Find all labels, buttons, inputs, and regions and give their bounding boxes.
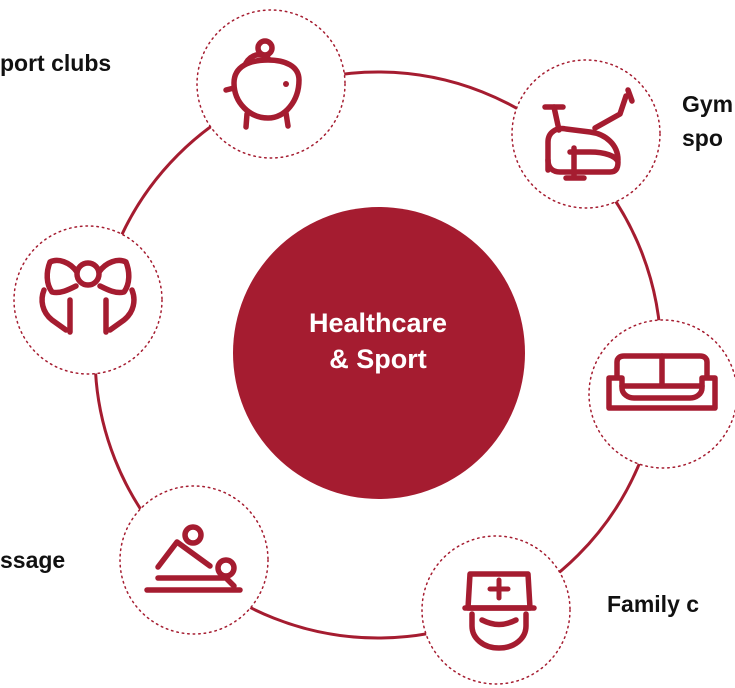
piggy-bank-icon (223, 38, 302, 130)
nurse-icon (462, 571, 537, 651)
label-family-care: Family c (607, 591, 700, 617)
center-circle (233, 207, 525, 499)
exercise-bike-icon (542, 87, 635, 181)
node-massage (119, 485, 269, 635)
label-gym-line-1: Gym (682, 91, 734, 117)
flexing-muscles-icon (39, 257, 137, 335)
label-sport-clubs: port clubs (0, 50, 112, 76)
massage-icon (144, 524, 243, 593)
sofa-icon (606, 353, 718, 411)
center-title-line-2: & Sport (329, 344, 427, 374)
center-title: Healthcare & Sport (238, 305, 518, 377)
node-muscle (13, 225, 163, 375)
label-gym-line-2: spo (682, 125, 723, 151)
node-piggy-bank (196, 9, 346, 159)
label-massage: ssage (0, 547, 66, 573)
center-title-line-1: Healthcare (308, 308, 448, 338)
